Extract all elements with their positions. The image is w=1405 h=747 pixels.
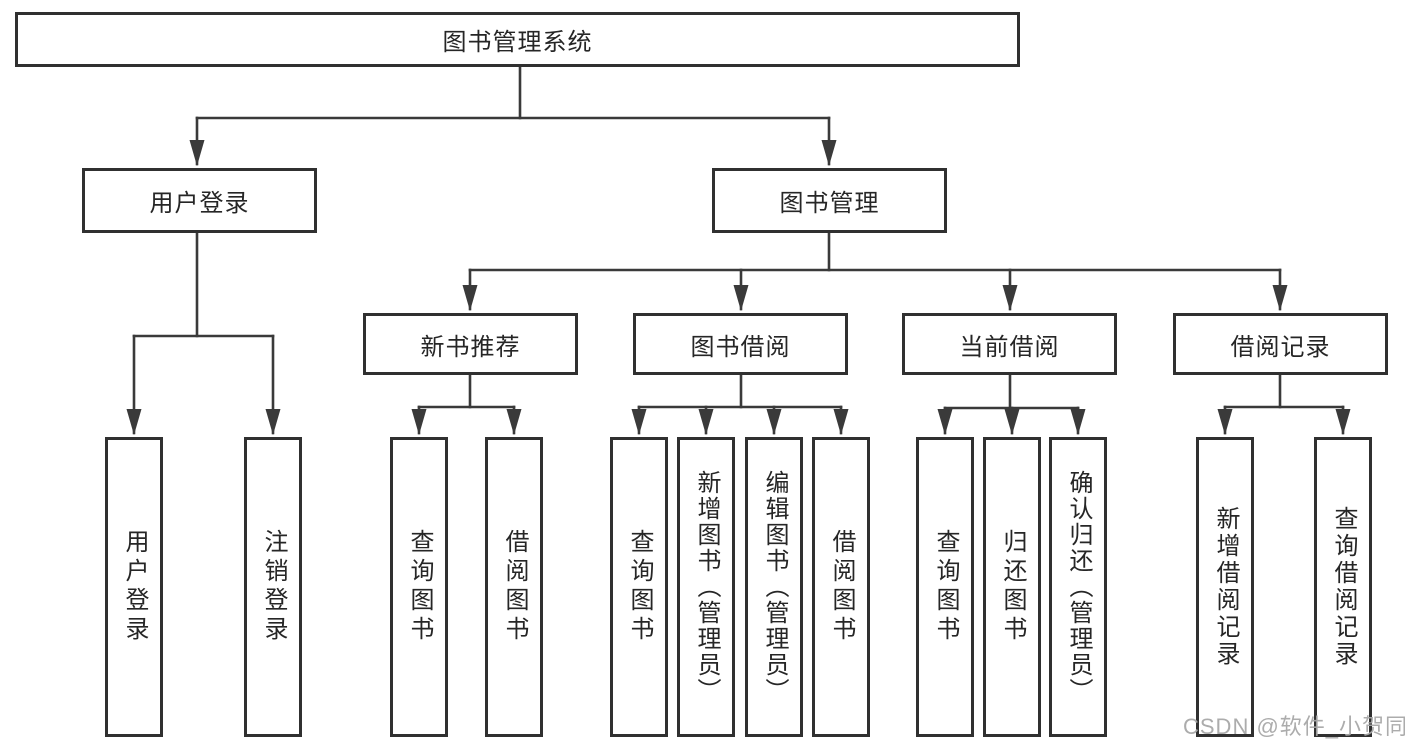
node-borrow-records: 借阅记录 (1173, 313, 1388, 375)
leaf-logout: 注销登录 (244, 437, 302, 737)
leaf-borrow-books-recommend: 借阅图书 (485, 437, 543, 737)
node-current-borrow: 当前借阅 (902, 313, 1117, 375)
leaf-query-borrow-record: 查询借阅记录 (1314, 437, 1372, 737)
leaf-query-books-current: 查询图书 (916, 437, 974, 737)
csdn-watermark: CSDN @软件_小贺同学 (1183, 714, 1405, 739)
node-new-book-recommend: 新书推荐 (363, 313, 578, 375)
leaf-user-login: 用户登录 (105, 437, 163, 737)
node-book-borrow: 图书借阅 (633, 313, 848, 375)
leaf-add-books-admin: 新增图书（管理员） (677, 437, 735, 737)
leaf-query-books-recommend: 查询图书 (390, 437, 448, 737)
leaf-confirm-return-admin: 确认归还（管理员） (1049, 437, 1107, 737)
node-user-login-module: 用户登录 (82, 168, 317, 233)
node-book-management-module: 图书管理 (712, 168, 947, 233)
leaf-query-books-borrow: 查询图书 (610, 437, 668, 737)
leaf-add-borrow-record: 新增借阅记录 (1196, 437, 1254, 737)
leaf-edit-books-admin: 编辑图书（管理员） (745, 437, 803, 737)
leaf-return-books: 归还图书 (983, 437, 1041, 737)
leaf-borrow-books: 借阅图书 (812, 437, 870, 737)
node-root-system: 图书管理系统 (15, 12, 1020, 67)
